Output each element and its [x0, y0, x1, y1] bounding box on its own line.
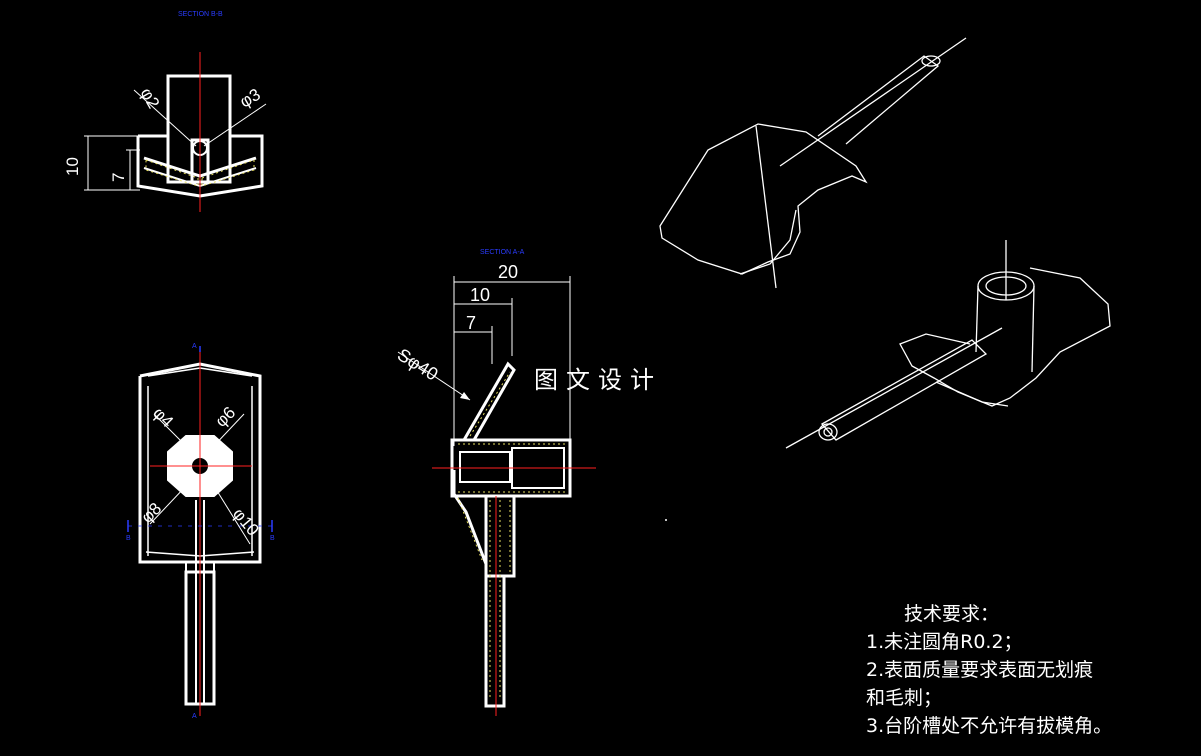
dim-sphere-40: Sφ40 [394, 344, 442, 384]
dim-height-10: 10 [63, 157, 82, 176]
dim-width-20: 20 [498, 262, 518, 282]
dim-phi2: φ2 [137, 85, 164, 112]
section-bb-view: SECTION B-B 10 7 φ2 φ3 [63, 11, 267, 212]
dim-height-7: 7 [109, 173, 128, 182]
note-item-4: 3.台阶槽处不允许有拔模角。 [866, 715, 1113, 737]
cut-a-bottom: A [192, 713, 197, 720]
notes-title: 技术要求： [904, 603, 1000, 625]
dim-phi8: φ8 [137, 499, 165, 527]
cut-b-left: B [126, 535, 131, 542]
dim-width-10: 10 [470, 285, 490, 305]
section-bb-label: SECTION B-B [178, 11, 223, 18]
technical-notes: 技术要求： 1.未注圆角R0.2； 2.表面质量要求表面无划痕 和毛刺； 3.台… [866, 600, 1186, 740]
section-aa-label: SECTION A-A [480, 249, 525, 256]
watermark-text: 图文设计 [534, 366, 662, 394]
dim-phi4: φ4 [149, 403, 177, 431]
isometric-view-lower [785, 240, 1111, 449]
cut-a-top: A [192, 343, 197, 350]
section-aa-view: SECTION A-A 20 10 7 Sφ40 [394, 249, 662, 716]
note-item-2: 2.表面质量要求表面无划痕 [866, 659, 1094, 681]
dim-phi10: φ10 [229, 504, 263, 539]
isometric-view-upper [659, 37, 967, 289]
note-item-3: 和毛刺； [866, 687, 943, 709]
front-view: A A B B φ4 φ6 φ8 φ10 [126, 343, 275, 720]
dim-phi3: φ3 [237, 85, 264, 112]
dim-phi6: φ6 [211, 403, 239, 431]
cut-b-right: B [270, 535, 275, 542]
note-item-1: 1.未注圆角R0.2； [866, 631, 1023, 653]
dim-width-7: 7 [466, 313, 476, 333]
